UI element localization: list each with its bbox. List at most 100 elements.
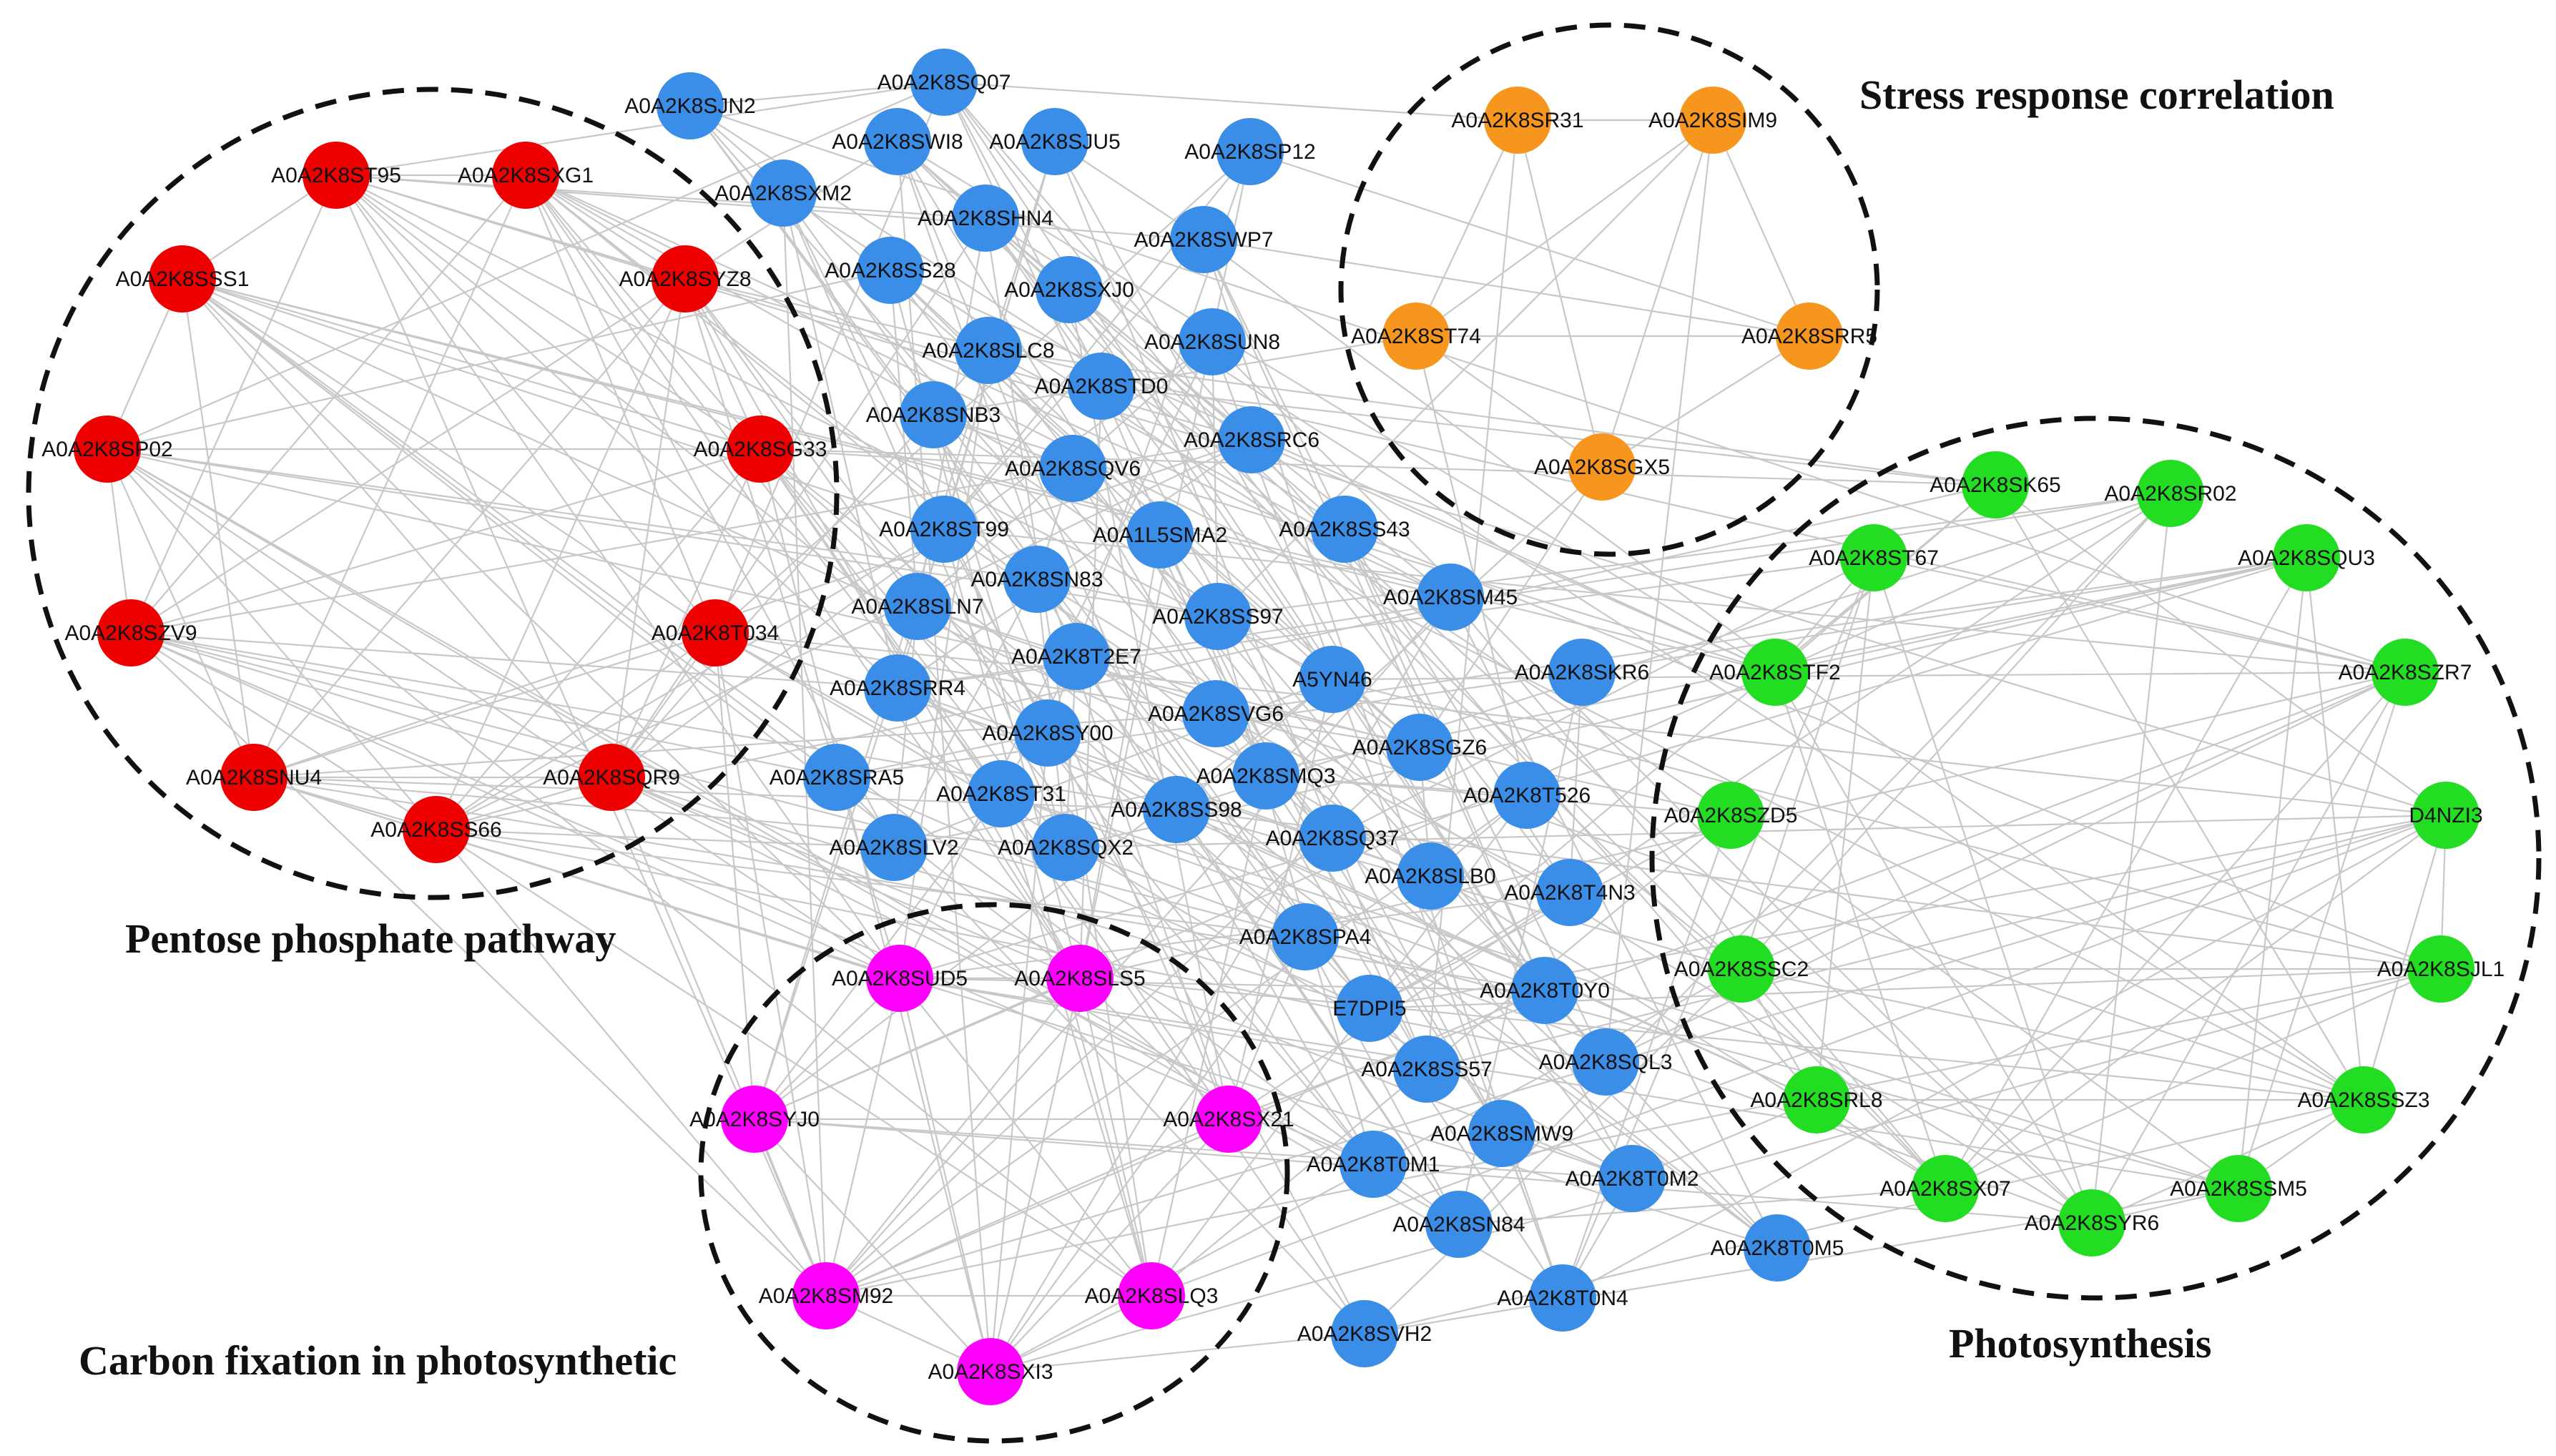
node-label: A0A2K8SVG6 [1148, 702, 1284, 726]
edge [107, 448, 900, 979]
node-a0a2k8sju5: A0A2K8SJU5 [989, 108, 1121, 175]
node-label: A0A2K8ST31 [936, 782, 1066, 806]
node-circle [1143, 776, 1210, 843]
edge [689, 81, 945, 107]
node-label: A0A2K8SYJ0 [689, 1108, 820, 1131]
edge [182, 278, 716, 634]
node-label: A0A2K8SLV2 [829, 836, 958, 860]
node-label: A0A2K8SSM5 [2170, 1177, 2307, 1201]
node-circle [1529, 1264, 1596, 1332]
node-a0a2k8sjn2: A0A2K8SJN2 [624, 72, 756, 139]
edge [1079, 977, 2364, 1101]
edge [1945, 815, 2447, 1189]
node-label: A0A2K8SS43 [1279, 518, 1410, 541]
node-label: A0A2K8SWP7 [1134, 228, 1273, 252]
node-circle [1299, 646, 1366, 713]
edge [1945, 672, 2406, 1189]
node-label: A0A2K8SSS1 [116, 267, 250, 291]
node-circle [1417, 564, 1484, 631]
node-label: A0A2K8ST95 [271, 164, 401, 187]
node-label: A0A2K8SR02 [2104, 482, 2236, 506]
edge [754, 1118, 1633, 1180]
node-a0a2k8ssc2: A0A2K8SSC2 [1674, 935, 1809, 1003]
edge [1601, 335, 1810, 468]
node-label: A0A2K8SMQ3 [1196, 764, 1335, 788]
edge [525, 174, 895, 848]
node-circle [864, 108, 931, 175]
edge [130, 448, 761, 634]
node-circle [1331, 1300, 1398, 1367]
node-label: A0A2K8SSZ3 [2297, 1088, 2429, 1112]
node-a0a2k8slc8: A0A2K8SLC8 [922, 317, 1055, 384]
node-label: A0A2K8SS57 [1361, 1058, 1492, 1081]
node-circle [1032, 814, 1099, 881]
node-label: A0A2K8SLS5 [1014, 967, 1145, 990]
node-label: A0A2K8SNU4 [186, 766, 322, 790]
node-a0a2k8srl8: A0A2K8SRL8 [1750, 1066, 1883, 1133]
edge [943, 528, 1153, 1297]
edge [2362, 815, 2447, 1101]
node-label: A0A2K8SP02 [41, 438, 172, 461]
node-label: A0A2K8STF2 [1709, 661, 1840, 684]
node-a0a2k8sss1: A0A2K8SSS1 [116, 245, 250, 313]
node-circle [952, 185, 1019, 252]
node-label: A0A2K8SLC8 [922, 339, 1054, 363]
edge [1526, 795, 1742, 970]
node-circle [492, 142, 559, 209]
edge [107, 269, 891, 451]
edge [2237, 557, 2308, 1189]
edge [714, 631, 2447, 817]
node-circle [1840, 524, 1907, 591]
node-a0a2k8sg33: A0A2K8SG33 [694, 415, 827, 483]
node-circle [864, 654, 931, 722]
edge [825, 596, 1451, 1297]
edges-layer [106, 81, 2447, 1373]
node-label: A0A2K8SQ37 [1266, 827, 1400, 850]
node-circle [1741, 639, 1809, 706]
node-a0a2k8svh2: A0A2K8SVH2 [1297, 1300, 1432, 1367]
node-label: D4NZI3 [2409, 804, 2482, 827]
node-circle [866, 945, 933, 1012]
edge [182, 277, 945, 531]
node-a0a2k8sgx5: A0A2K8SGX5 [1534, 433, 1670, 501]
node-label: A0A2K8SS66 [370, 818, 501, 842]
edge [1581, 556, 2307, 674]
edge [1711, 119, 1811, 337]
node-a0a2k8sql3: A0A2K8SQL3 [1539, 1028, 1672, 1096]
node-circle [857, 237, 924, 304]
node-a0a2k8syz8: A0A2K8SYZ8 [619, 245, 752, 313]
node-label: A0A2K8SJL1 [2377, 958, 2505, 981]
edge [1101, 385, 1996, 486]
edge [525, 174, 1081, 979]
node-a0a2k8sp02: A0A2K8SP02 [41, 415, 173, 483]
node-circle [957, 1338, 1024, 1405]
node-a0a2k8snb3: A0A2K8SNB3 [866, 381, 1001, 448]
edge [1945, 968, 2442, 1190]
node-circle [1182, 680, 1249, 747]
node-label: A0A2K8SQX2 [998, 836, 1134, 860]
edge [1741, 493, 2171, 970]
edge [129, 174, 338, 634]
node-a0a2k8sjl1: A0A2K8SJL1 [2377, 935, 2505, 1003]
edge [1344, 528, 2442, 970]
edge [1304, 935, 2239, 1190]
edge [611, 776, 1370, 1010]
edge [825, 978, 1081, 1297]
node-a0a2k8skr6: A0A2K8SKR6 [1515, 639, 1649, 706]
node-circle [1744, 1214, 1811, 1282]
node-circle [1195, 1086, 1262, 1153]
node-label: A0A2K8T526 [1463, 784, 1591, 807]
edge [1215, 713, 1431, 877]
node-circle [2412, 782, 2479, 849]
edge [436, 829, 827, 1297]
node-a0a2k8st74: A0A2K8ST74 [1351, 302, 1481, 370]
node-a0a2k8sra5: A0A2K8SRA5 [770, 744, 904, 811]
node-a0a2k8sn83: A0A2K8SN83 [970, 546, 1103, 613]
node-a0a2k8ssz3: A0A2K8SSZ3 [2297, 1066, 2430, 1133]
node-circle [74, 415, 141, 483]
edge [253, 278, 686, 778]
edge [1001, 792, 2239, 1190]
edge [335, 174, 716, 634]
edge [684, 278, 918, 607]
edge [896, 141, 992, 1372]
